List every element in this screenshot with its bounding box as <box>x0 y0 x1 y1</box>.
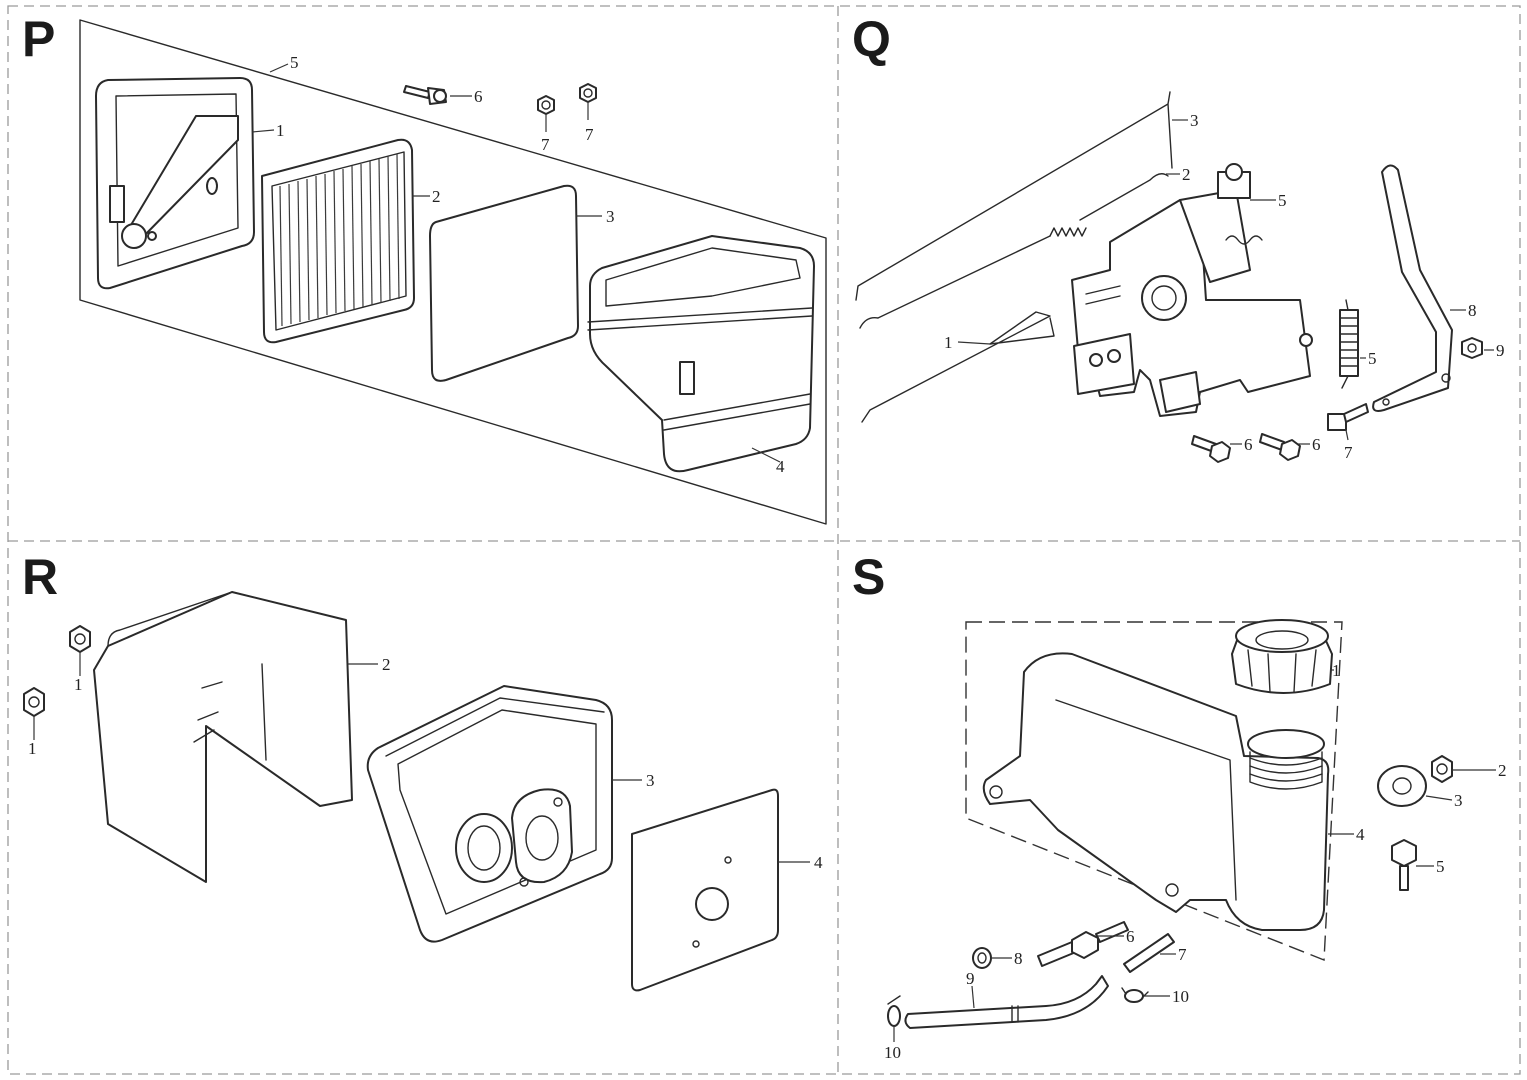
q-part-6-bolt-a <box>1191 435 1231 463</box>
s-part-6-fuel-valve <box>1037 921 1129 967</box>
section-letter-q: Q <box>852 11 891 67</box>
q-callout-9: 9 <box>1496 341 1505 360</box>
r-part-3-muffler <box>366 685 613 943</box>
s-callout-6: 6 <box>1126 927 1135 946</box>
s-callout-10a: 10 <box>884 1043 901 1062</box>
panel-r-muffler: R <box>22 549 823 992</box>
p-assembly-frame <box>79 19 827 525</box>
s-part-8-clip <box>972 947 992 969</box>
s-part-2-nut <box>1431 755 1453 783</box>
q-callout-7: 7 <box>1344 443 1353 462</box>
panel-grid <box>7 5 1521 1075</box>
section-letter-s: S <box>852 549 885 605</box>
q-part-5-spring <box>1339 299 1359 389</box>
panel-q-governor-linkage: Q <box>852 11 1505 463</box>
s-part-1-fuel-cap <box>1231 619 1333 694</box>
s-callout-1: 1 <box>1332 661 1341 680</box>
s-callout-10b: 10 <box>1172 987 1189 1006</box>
r-part-4-gasket <box>631 788 779 992</box>
section-letter-r: R <box>22 549 58 605</box>
q-part-9-nut <box>1461 337 1483 359</box>
p-callout-1: 1 <box>276 121 285 140</box>
q-part-2-spring-link <box>859 173 1169 329</box>
r-callout-3: 3 <box>646 771 655 790</box>
q-part-6-bolt-b <box>1259 433 1301 461</box>
s-callout-2: 2 <box>1498 761 1507 780</box>
s-callout-3: 3 <box>1454 791 1463 810</box>
q-callout-8: 8 <box>1468 301 1477 320</box>
r-part-1-nut-a <box>69 625 91 653</box>
p-part-2-pleated-filter <box>261 138 415 344</box>
q-part-3-throttle-rod <box>855 91 1173 301</box>
s-part-10-clamp-a <box>887 995 901 1027</box>
q-part-1-choke-rod <box>861 311 1055 423</box>
p-callout-6: 6 <box>474 87 483 106</box>
s-part-5-bolt <box>1391 839 1417 891</box>
s-callout-8: 8 <box>1014 949 1023 968</box>
q-callout-4: 5 <box>1278 191 1287 210</box>
p-callout-7b: 7 <box>585 125 594 144</box>
p-part-3-foam-prefilter <box>429 184 579 382</box>
q-callout-2: 2 <box>1182 165 1191 184</box>
p-part-7-nut-b <box>579 83 597 103</box>
p-callout-7a: 7 <box>541 135 550 154</box>
panel-p-air-filter: P <box>22 11 827 525</box>
s-part-9-fuel-hose <box>904 975 1109 1029</box>
p-callout-4: 4 <box>776 457 785 476</box>
p-part-4-filter-cover <box>587 235 815 473</box>
section-letter-p: P <box>22 11 55 67</box>
q-callout-6b: 6 <box>1312 435 1321 454</box>
q-callout-3: 3 <box>1190 111 1199 130</box>
r-callout-4: 4 <box>814 853 823 872</box>
s-part-10-clamp-b <box>1121 987 1149 1003</box>
q-part-8-governor-lever <box>1372 164 1453 412</box>
s-callout-7: 7 <box>1178 945 1187 964</box>
r-part-2-heat-shield <box>93 591 353 883</box>
s-part-4-fuel-tank <box>982 652 1330 931</box>
s-part-7-pin <box>1123 933 1175 973</box>
q-part-7-screw <box>1327 403 1369 431</box>
r-callout-1a: 1 <box>74 675 83 694</box>
p-callout-2: 2 <box>432 187 441 206</box>
r-callout-2: 2 <box>382 655 391 674</box>
p-part-6-bolt <box>403 85 447 105</box>
s-callout-9: 9 <box>966 969 975 988</box>
s-part-3-washer <box>1377 765 1427 807</box>
r-part-1-nut-b <box>23 687 45 717</box>
q-part-4-control-bracket <box>1071 163 1313 417</box>
p-part-1-filter-base <box>95 77 255 290</box>
q-callout-5: 5 <box>1368 349 1377 368</box>
s-callout-5: 5 <box>1436 857 1445 876</box>
s-assembly-frame <box>965 621 1343 962</box>
panel-s-fuel-tank: S <box>852 549 1507 1062</box>
r-callout-1b: 1 <box>28 739 37 758</box>
p-callout-3: 3 <box>606 207 615 226</box>
p-callout-5: 5 <box>290 53 299 72</box>
p-part-7-nut-a <box>537 95 555 115</box>
q-callout-1: 1 <box>944 333 953 352</box>
s-callout-4: 4 <box>1356 825 1365 844</box>
q-callout-6a: 6 <box>1244 435 1253 454</box>
